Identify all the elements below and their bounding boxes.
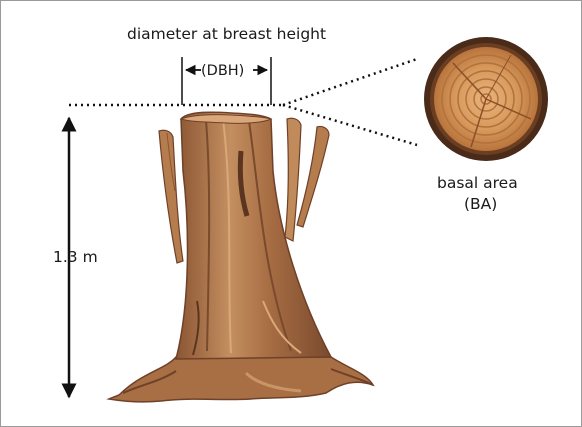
stump-left-shoot [159, 130, 183, 263]
projection-line-upper [283, 59, 417, 105]
basal-area-abbrev-label: (BA) [464, 195, 497, 214]
dbh-label: (DBH) [201, 63, 244, 80]
tree-stump-illustration [109, 112, 373, 402]
diagram-title: diameter at breast height [127, 25, 326, 44]
stump-far-right-shoot [297, 126, 329, 227]
stump-roots [109, 357, 373, 402]
projection-line-lower [283, 105, 417, 145]
cross-section-log-icon [424, 37, 548, 161]
basal-area-label: basal area [437, 174, 518, 193]
height-label: 1.3 m [53, 248, 98, 267]
